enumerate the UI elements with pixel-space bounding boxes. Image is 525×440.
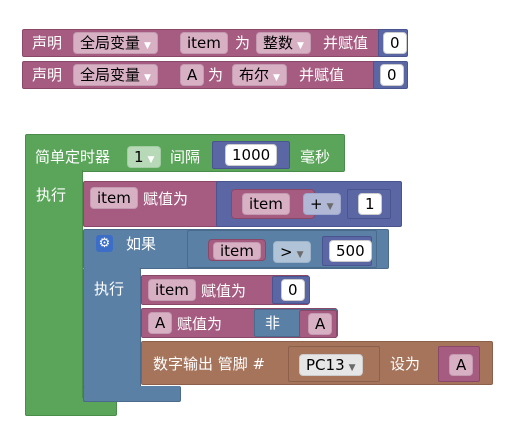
assign-item-block[interactable]: item 赋值为 (83, 181, 223, 227)
operand-value-field[interactable]: 1 (358, 193, 382, 215)
variable-name-field[interactable]: item (180, 32, 228, 54)
pin-block[interactable]: PC13▼ (288, 346, 380, 382)
as-label: 为 (208, 66, 224, 84)
expr-variable-field[interactable]: item (242, 193, 290, 215)
arithmetic-block[interactable]: item +▼ 1 (216, 181, 402, 227)
gear-icon[interactable]: ⚙ (96, 235, 113, 252)
not-block[interactable]: 非 A (254, 309, 338, 338)
scope-dropdown[interactable]: 全局变量▼ (73, 32, 158, 54)
interval-value-field[interactable]: 1000 (225, 144, 278, 166)
interval-number-block[interactable]: 1000 (212, 141, 290, 169)
dropdown-arrow-icon: ▼ (296, 250, 304, 260)
number-block[interactable]: 0 (272, 276, 310, 304)
timer-do-label: 执行 (36, 186, 67, 204)
number-block[interactable]: 0 (378, 29, 408, 57)
assign-label: 赋值为 (201, 282, 247, 300)
declare-global-block-item[interactable]: 声明 全局变量▼ item 为 整数▼ 并赋值 0 (22, 29, 408, 57)
number-block[interactable]: 0 (373, 61, 408, 89)
declare-keyword: 声明 (32, 34, 63, 52)
dropdown-arrow-icon: ▼ (144, 41, 151, 51)
set-label: 设为 (390, 355, 421, 373)
operand-number-block[interactable]: 1 (347, 189, 391, 219)
assign-label: 赋值为 (143, 190, 189, 208)
interval-label: 间隔 (170, 148, 201, 166)
assign-target-field[interactable]: item (90, 187, 138, 209)
compare-operator-dropdown[interactable]: >▼ (273, 241, 311, 263)
assign-item-zero-block[interactable]: item 赋值为 0 (141, 275, 310, 305)
if-label: 如果 (126, 235, 157, 253)
unit-label: 毫秒 (300, 148, 331, 166)
number-value-field[interactable]: 0 (380, 64, 404, 86)
digital-write-block[interactable]: 数字输出 管脚 # PC13▼ 设为 A (141, 341, 493, 385)
dropdown-arrow-icon: ▼ (348, 363, 356, 373)
assign-target-field[interactable]: item (148, 279, 196, 301)
compare-value-field[interactable]: 500 (329, 240, 372, 262)
dropdown-arrow-icon: ▼ (297, 41, 304, 51)
assign-label: 并赋值 (299, 66, 345, 84)
declare-keyword: 声明 (32, 66, 63, 84)
number-value-field[interactable]: 0 (281, 279, 305, 301)
assign-target-field[interactable]: A (148, 312, 173, 334)
not-label: 非 (265, 314, 281, 332)
number-value-field[interactable]: 0 (383, 32, 407, 54)
timer-title: 简单定时器 (35, 148, 111, 166)
compare-block[interactable]: item >▼ 500 (187, 230, 377, 268)
expr-var-outer: item (231, 189, 315, 219)
as-label: 为 (235, 34, 251, 52)
dropdown-arrow-icon: ▼ (273, 73, 280, 83)
if-do-label: 执行 (94, 280, 125, 298)
if-body-left-arm: 执行 (83, 268, 141, 402)
timer-bottom-bar (25, 398, 117, 416)
compare-number-block[interactable]: 500 (322, 236, 372, 266)
dropdown-arrow-icon: ▼ (326, 202, 334, 212)
assign-a-not-block[interactable]: A 赋值为 非 A (141, 308, 338, 338)
type-dropdown[interactable]: 布尔▼ (232, 64, 287, 86)
compare-var-inner: item (213, 242, 261, 260)
assign-label: 赋值为 (177, 315, 223, 333)
type-dropdown[interactable]: 整数▼ (256, 32, 311, 54)
operator-dropdown[interactable]: +▼ (303, 193, 341, 215)
compare-var-field[interactable]: item (208, 239, 266, 261)
digital-write-label: 数字输出 管脚 # (153, 355, 266, 373)
declare-global-block-a[interactable]: 声明 全局变量▼ A 为 布尔▼ 并赋值 0 (22, 61, 408, 89)
not-var-field[interactable]: A (308, 313, 333, 335)
value-var-field[interactable]: A (449, 354, 474, 376)
timer-body-left-arm: 执行 (25, 170, 83, 416)
if-block[interactable]: ⚙ 如果 item >▼ 500 (83, 229, 389, 269)
timer-id-dropdown[interactable]: 1▼ (127, 146, 162, 168)
assign-label: 并赋值 (323, 34, 369, 52)
variable-name-field[interactable]: A (180, 64, 205, 86)
scope-dropdown[interactable]: 全局变量▼ (73, 64, 158, 86)
simple-timer-block[interactable]: 简单定时器 1▼ 间隔 1000 毫秒 (25, 134, 345, 172)
pin-dropdown[interactable]: PC13▼ (299, 354, 363, 376)
dropdown-arrow-icon: ▼ (147, 155, 155, 165)
if-bottom-bar (83, 386, 181, 402)
dropdown-arrow-icon: ▼ (144, 73, 151, 83)
not-var-block[interactable]: A (299, 310, 337, 338)
value-var-block[interactable]: A (438, 346, 480, 382)
